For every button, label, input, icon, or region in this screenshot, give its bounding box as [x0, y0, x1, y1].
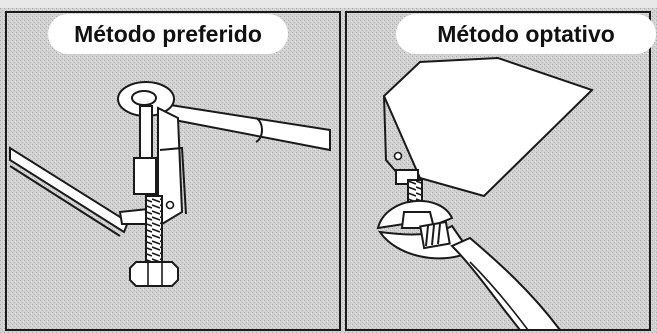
- right-panel-frame: [345, 11, 651, 331]
- clamp-rivet: [165, 200, 175, 210]
- wrench-grip-seam: [255, 117, 263, 143]
- box-wrench-socket: [131, 90, 157, 106]
- upper-spindle: [139, 105, 153, 161]
- optional-method-illustration: [376, 56, 594, 331]
- preferred-method-title: Método preferido: [48, 14, 288, 54]
- hex-nut: [129, 261, 179, 287]
- shelf-edge: [9, 165, 121, 237]
- shelf-plate: [9, 146, 130, 234]
- optional-method-title: Método optativo: [396, 14, 656, 54]
- preferred-method-illustration: [9, 81, 331, 287]
- adjustable-wrench-handle: [450, 236, 563, 331]
- worm-ridge-3: [437, 223, 441, 245]
- worm-ridge-1: [425, 225, 429, 247]
- threaded-screw: [145, 195, 163, 263]
- adjusting-worm: [419, 220, 451, 250]
- left-panel-frame: [5, 11, 341, 331]
- worm-ridge-2: [431, 224, 435, 246]
- clamp-frame-edge: [159, 146, 187, 215]
- bracket-rivet: [393, 151, 403, 161]
- top-edge: [0, 0, 657, 8]
- spindle-collar: [133, 157, 157, 195]
- handle-groove: [469, 261, 529, 331]
